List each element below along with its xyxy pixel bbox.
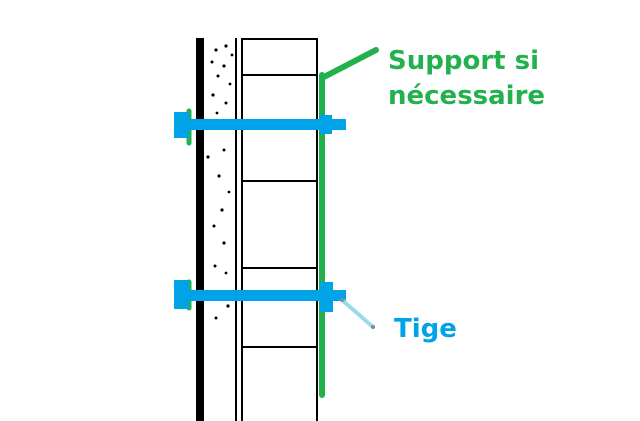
support-label-line1: Support si [388, 46, 540, 76]
support-label-line2: nécessaire [388, 81, 546, 112]
insulation-dots [206, 44, 234, 320]
tige-label: Tige [394, 314, 457, 344]
rod-top [174, 112, 346, 138]
rod-bottom [174, 280, 346, 312]
outer-wall-line [196, 38, 204, 421]
support-label: Support si nécessaire [388, 44, 545, 114]
support-diagonal [319, 47, 379, 81]
block-joints [242, 38, 317, 348]
tige-pointer [340, 298, 375, 329]
